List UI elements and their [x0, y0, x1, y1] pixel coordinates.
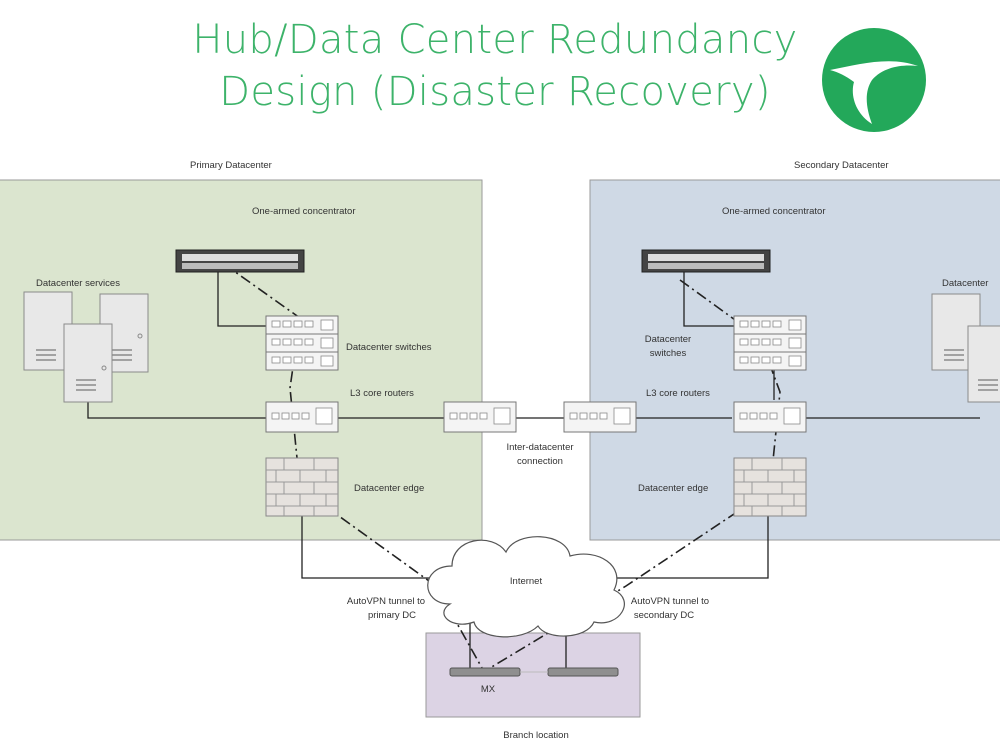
cloud-icon — [427, 536, 625, 638]
tunnel-primary-label-2: primary DC — [368, 610, 416, 621]
internet-label: Internet — [510, 576, 543, 587]
primary-services-label: Datacenter services — [36, 278, 120, 289]
primary-switches-label: Datacenter switches — [346, 342, 432, 353]
primary-edge-label: Datacenter edge — [354, 483, 424, 494]
server-icon — [23, 291, 149, 403]
concentrator-icon — [175, 249, 305, 273]
router-icon — [563, 401, 637, 433]
secondary-switches-label-1: Datacenter — [645, 334, 691, 345]
primary-concentrator-label: One-armed concentrator — [252, 206, 356, 217]
router-icon — [443, 401, 517, 433]
secondary-concentrator-label: One-armed concentrator — [722, 206, 826, 217]
secondary-services-label: Datacenter — [942, 278, 988, 289]
router-icon — [265, 401, 339, 433]
firewall-icon — [733, 457, 807, 517]
slide-title: Hub/Data Center Redundancy Design (Disas… — [150, 14, 840, 118]
secondary-datacenter-label: Secondary Datacenter — [794, 160, 889, 171]
primary-datacenter-label: Primary Datacenter — [190, 160, 272, 171]
tunnel-secondary-label-2: secondary DC — [634, 610, 694, 621]
router-icon — [733, 401, 807, 433]
secondary-switches-label-2: switches — [650, 348, 687, 359]
tunnel-secondary-label-1: AutoVPN tunnel to — [631, 596, 709, 607]
switch-icon — [265, 315, 339, 371]
secondary-edge-label: Datacenter edge — [638, 483, 708, 494]
mx-appliance-icon — [449, 667, 619, 677]
concentrator-icon — [641, 249, 771, 273]
branch-location-label: Branch location — [503, 730, 568, 741]
inter-dc-label-2: connection — [517, 456, 563, 467]
firewall-icon — [265, 457, 339, 517]
bird-logo-icon — [822, 28, 926, 132]
server-icon — [931, 293, 1000, 403]
primary-routers-label: L3 core routers — [350, 388, 414, 399]
secondary-routers-label: L3 core routers — [646, 388, 710, 399]
inter-dc-label-1: Inter-datacenter — [506, 442, 573, 453]
branch-device-label: MX — [481, 684, 496, 695]
switch-icon — [733, 315, 807, 371]
title-line-1: Hub/Data Center Redundancy — [192, 17, 798, 63]
tunnel-primary-label-1: AutoVPN tunnel to — [347, 596, 425, 607]
title-line-2: Design (Disaster Recovery) — [219, 69, 771, 115]
